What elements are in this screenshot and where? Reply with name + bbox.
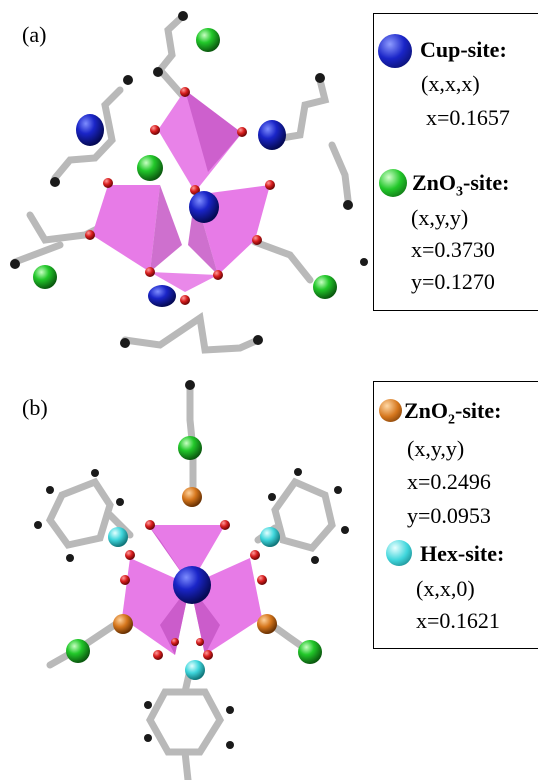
zno3-site-coordinates: (x,y,y) xyxy=(411,205,469,230)
zno2-site-y-value: y=0.0953 xyxy=(407,503,491,528)
panel-a-molecule xyxy=(10,11,368,354)
cup-site-sphere-b xyxy=(173,566,211,604)
zno3-site-sphere-icon xyxy=(379,169,407,197)
cup-site-coordinates: (x,x,x) xyxy=(421,71,480,96)
zno3-site-x-value: x=0.3730 xyxy=(411,237,495,262)
hex-site-spheres xyxy=(108,527,280,680)
hex-site-title: Hex-site: xyxy=(420,541,505,566)
oxygen-atoms-b xyxy=(120,520,267,660)
hydrogen-atoms xyxy=(10,11,368,348)
hex-site-x-value: x=0.1621 xyxy=(416,608,500,633)
zno2-site-spheres xyxy=(113,487,277,634)
cup-site-spheres xyxy=(76,114,286,307)
coordination-polyhedra xyxy=(92,90,270,292)
zno2-site-title: ZnO2-site: xyxy=(404,398,502,428)
legend-panel-b: ZnO2-site: (x,y,y) x=0.2496 y=0.0953 Hex… xyxy=(373,381,538,649)
zno3-site-spheres xyxy=(33,28,337,299)
zno3-site-title: ZnO3-site: xyxy=(412,170,510,200)
carbon-framework xyxy=(11,12,352,354)
zno2-site-sphere-icon xyxy=(379,399,402,422)
hydrogen-atoms-b xyxy=(34,380,349,749)
zno2-site-coordinates: (x,y,y) xyxy=(407,436,465,461)
panel-b-label: (b) xyxy=(22,395,48,420)
panel-b-molecule xyxy=(34,380,349,780)
cup-site-sphere-icon xyxy=(378,34,412,68)
cup-site-x-value: x=0.1657 xyxy=(426,105,510,130)
zno2-site-x-value: x=0.2496 xyxy=(407,469,491,494)
hex-site-sphere-icon xyxy=(386,540,412,566)
zno3-site-spheres-b xyxy=(66,436,322,664)
legend-panel-a: Cup-site: (x,x,x) x=0.1657 ZnO3-site: (x… xyxy=(373,13,538,311)
zno3-site-y-value: y=0.1270 xyxy=(411,269,495,294)
panel-a-label: (a) xyxy=(22,22,47,47)
hex-site-coordinates: (x,x,0) xyxy=(416,576,475,601)
cup-site-title: Cup-site: xyxy=(420,37,507,62)
